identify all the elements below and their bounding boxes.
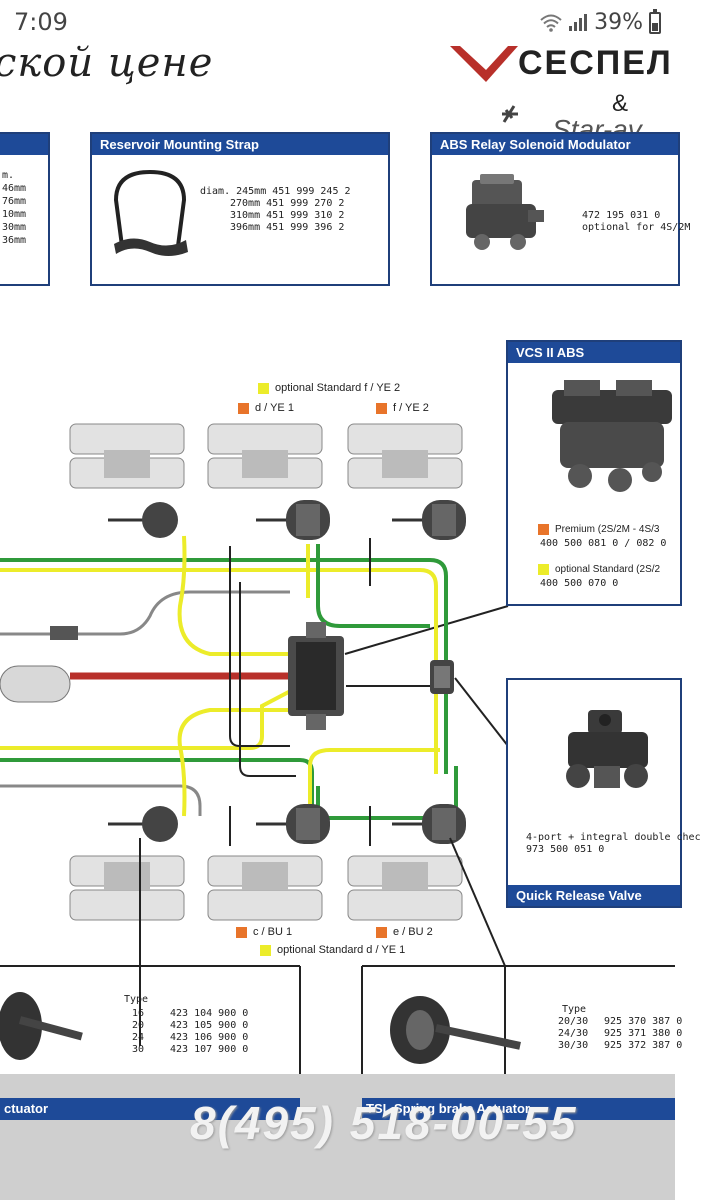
orange-swatch xyxy=(376,402,387,414)
brake-chamber-top-mid xyxy=(256,500,330,540)
modulator-center-icon xyxy=(288,622,344,730)
left-spec-3: 10mm xyxy=(2,209,27,220)
air-bag-top-left xyxy=(69,423,185,489)
legend-top-standard: optional Standard f / YE 2 xyxy=(258,382,400,394)
left-spec-0: m. xyxy=(2,170,15,181)
quick-release-valve-icon xyxy=(566,710,648,788)
brake-chamber-top-right xyxy=(392,500,466,540)
actuator-left-type-0: 16 xyxy=(132,1008,145,1019)
quick-release-valve-panel: 4-port + integral double chec 973 500 05… xyxy=(506,678,701,908)
actuator-left-type-2: 24 xyxy=(132,1032,145,1043)
actuator-left-type-1: 20 xyxy=(132,1020,145,1031)
wifi-icon xyxy=(540,14,562,32)
legend-bottom-c: c / BU 1 xyxy=(236,926,292,938)
orange-swatch xyxy=(538,524,549,535)
strap-spec-2: 310mm 451 999 310 2 xyxy=(230,210,345,221)
left-spec-2: 76mm xyxy=(2,196,27,207)
strap-spec-3: 396mm 451 999 396 2 xyxy=(230,222,345,233)
actuator-right-part-0: 925 370 387 0 xyxy=(604,1016,683,1027)
left-spec-4: 30mm xyxy=(2,222,27,233)
actuator-left-part-0: 423 104 900 0 xyxy=(170,1008,249,1019)
script-heading: ской цене xyxy=(0,40,214,86)
actuator-right-type-1: 24/30 xyxy=(558,1028,589,1039)
mounting-strap-icon xyxy=(113,169,188,256)
vcs-premium: Premium (2S/2M - 4S/3 xyxy=(538,524,659,535)
abs-modulator-title: ABS Relay Solenoid Modulator xyxy=(432,134,678,155)
qrv-part: 973 500 051 0 xyxy=(526,844,605,855)
yellow-swatch xyxy=(260,944,271,956)
actuator-left-heading: Type xyxy=(124,994,149,1005)
qrv-desc: 4-port + integral double chec xyxy=(526,832,701,843)
legend-bottom-e: e / BU 2 xyxy=(376,926,433,938)
strap-spec-1: 270mm 451 999 270 2 xyxy=(230,198,345,209)
orange-swatch xyxy=(236,926,247,938)
legend-top-f: f / YE 2 xyxy=(376,402,429,414)
actuator-right-type-0: 20/30 xyxy=(558,1016,589,1027)
battery-icon xyxy=(649,8,661,34)
brake-system-diagram xyxy=(0,423,675,1106)
reservoir-strap-panel: Reservoir Mounting Strap diam. 245mm 451… xyxy=(90,132,390,286)
signal-icon xyxy=(569,13,588,31)
actuator-right-part-1: 925 371 380 0 xyxy=(604,1028,683,1039)
modulator-valve-icon xyxy=(466,174,544,250)
actuator-right-area: Type 20/30 925 370 387 0 24/30 925 371 3… xyxy=(362,976,682,1126)
air-bag-top-right xyxy=(347,423,463,489)
legend-top-d: d / YE 1 xyxy=(238,402,294,414)
actuator-left-label: ctuator xyxy=(4,1101,49,1116)
air-bag-bottom-mid xyxy=(207,855,323,921)
status-time: 7:09 xyxy=(14,8,68,36)
brand-ampersand: & xyxy=(612,90,629,117)
qrv-title: Quick Release Valve xyxy=(508,885,680,906)
legend-bottom-standard: optional Standard d / YE 1 xyxy=(260,944,405,956)
actuator-right-type-2: 30/30 xyxy=(558,1040,589,1051)
actuator-left-type-3: 30 xyxy=(132,1044,145,1055)
vcs-abs-panel: VCS II ABS Premium (2S/2M - 4S/3 400 500… xyxy=(506,340,682,606)
actuator-right-heading: Type xyxy=(562,1004,587,1015)
vcs-ecu-icon xyxy=(552,380,672,492)
orange-swatch xyxy=(238,402,249,414)
left-spec-5: 36mm xyxy=(2,235,27,246)
brand-name: СЕСПЕЛ xyxy=(518,44,673,82)
vcs-premium-part: 400 500 081 0 / 082 0 xyxy=(540,538,667,549)
phone-watermark: 8(495) 518-00-55 xyxy=(190,1097,578,1149)
abs-modulator-panel: ABS Relay Solenoid Modulator 472 195 031… xyxy=(430,132,690,286)
yellow-swatch xyxy=(538,564,549,575)
footer-band: ctuator TSL Spring brake Actuator xyxy=(0,1074,675,1200)
actuator-left-area: Type 16 423 104 900 0 20 423 105 900 0 2… xyxy=(0,976,300,1126)
brake-actuator-icon xyxy=(0,992,83,1060)
actuator-right-label: TSL Spring brake Actuator xyxy=(366,1101,530,1116)
brake-chamber-bottom-mid xyxy=(256,804,330,844)
battery-percent: 39% xyxy=(594,10,643,35)
actuator-right-bar: TSL Spring brake Actuator xyxy=(362,1098,675,1120)
brand-logo-icon xyxy=(450,46,518,123)
left-partial-panel: m. 46mm 76mm 10mm 30mm 36mm xyxy=(0,132,50,286)
air-bag-top-mid xyxy=(207,423,323,489)
brochure-image: ской цене СЕСПЕЛ & Star-av m. 46mm 76mm … xyxy=(0,40,701,1200)
brake-chamber-bottom-right xyxy=(392,804,466,844)
air-bag-bottom-right xyxy=(347,855,463,921)
status-bar: 7:09 39% xyxy=(0,0,675,46)
air-bag-bottom-left xyxy=(69,855,185,921)
actuator-left-part-3: 423 107 900 0 xyxy=(170,1044,249,1055)
vcs-standard: optional Standard (2S/2 xyxy=(538,564,660,575)
quick-release-valve-center-icon xyxy=(430,660,454,694)
brake-chamber-top-left xyxy=(108,502,178,538)
actuator-left-part-1: 423 105 900 0 xyxy=(170,1020,249,1031)
brake-chamber-bottom-left xyxy=(108,806,178,842)
strap-spec-0: diam. 245mm 451 999 245 2 xyxy=(200,186,351,197)
vcs-standard-part: 400 500 070 0 xyxy=(540,578,619,589)
modulator-note: optional for 4S/2M xyxy=(582,222,691,233)
yellow-swatch xyxy=(258,382,269,394)
vcs-abs-title: VCS II ABS xyxy=(508,342,680,363)
spring-brake-actuator-icon xyxy=(390,996,521,1064)
orange-swatch xyxy=(376,926,387,938)
modulator-part: 472 195 031 0 xyxy=(582,210,661,221)
actuator-left-part-2: 423 106 900 0 xyxy=(170,1032,249,1043)
actuator-left-bar: ctuator xyxy=(0,1098,300,1120)
left-spec-1: 46mm xyxy=(2,183,27,194)
reservoir-strap-title: Reservoir Mounting Strap xyxy=(92,134,388,155)
actuator-right-part-2: 925 372 387 0 xyxy=(604,1040,683,1051)
